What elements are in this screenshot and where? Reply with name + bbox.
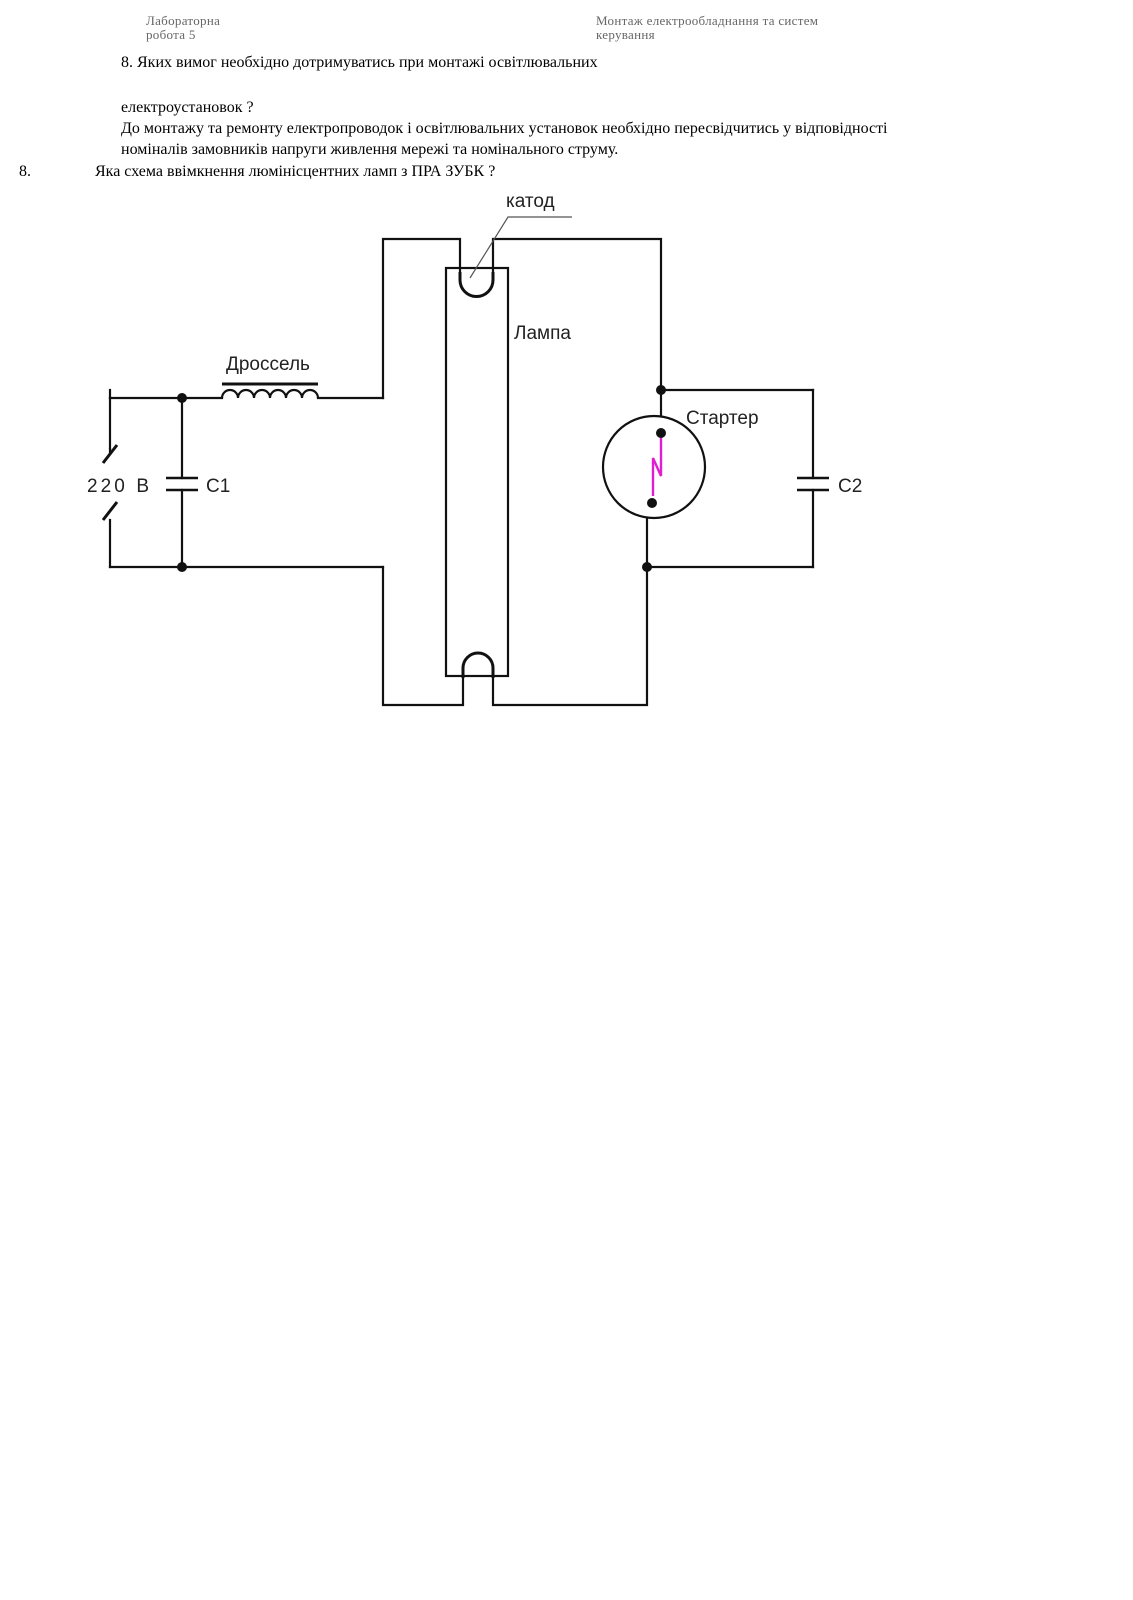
header-right-line1: Монтаж електрообладнання та систем [596, 13, 819, 28]
label-voltage: 220 В [87, 476, 149, 497]
wire-to-top-cathode-left [381, 237, 462, 400]
terminal-bottom-slash [101, 501, 119, 521]
question-9-number: 8. [19, 163, 31, 180]
header-right-line2: керування [596, 27, 655, 42]
junction-c1-top [177, 393, 187, 403]
cathode-leader-line [469, 216, 572, 279]
starter-electrode-top [656, 428, 666, 438]
starter-electrode-bottom [647, 498, 657, 508]
circuit-wires [108, 237, 815, 707]
question-9-text: Яка схема ввімкнення люмінісцентних ламп… [95, 163, 496, 180]
junction-starter-top [656, 385, 666, 395]
cathode-bottom [461, 651, 495, 678]
junction-c1-bottom [177, 562, 187, 572]
junction-starter-bottom [642, 562, 652, 572]
junction-dots [177, 385, 666, 572]
label-starter: Стартер [686, 408, 759, 429]
label-choke: Дроссель [226, 354, 310, 375]
page-header-right: Монтаж електрообладнання та систем керув… [596, 14, 818, 42]
label-c2: C2 [838, 476, 862, 497]
starter-bulb [601, 414, 707, 520]
wire-bottom-left [381, 565, 465, 707]
question-8-line1: 8. Яких вимог необхідно дотримуватись пр… [121, 54, 598, 71]
wire-bottom-right [491, 565, 649, 707]
choke-coil [220, 388, 320, 399]
answer-8-line2: номіналів замовників напруги живлення ме… [121, 141, 619, 158]
lamp-tube [444, 266, 510, 678]
header-left-line2: робота 5 [146, 27, 196, 42]
label-lamp: Лампа [514, 323, 571, 344]
cathode-top [458, 272, 495, 298]
wire-to-top-cathode-right [491, 237, 663, 392]
page-header-left: Лабораторна робота 5 [146, 14, 220, 42]
question-8-line2: електроустановок ? [121, 99, 254, 116]
circuit-diagram: катод Лампа Дроссель 220 В C1 Стартер C2 [87, 191, 862, 707]
header-left-line1: Лабораторна [146, 13, 221, 28]
answer-8-line1: До монтажу та ремонту електропроводок і … [121, 120, 888, 137]
label-cathode: катод [506, 191, 555, 212]
label-c1: C1 [206, 476, 230, 497]
starter-spark [651, 436, 663, 496]
